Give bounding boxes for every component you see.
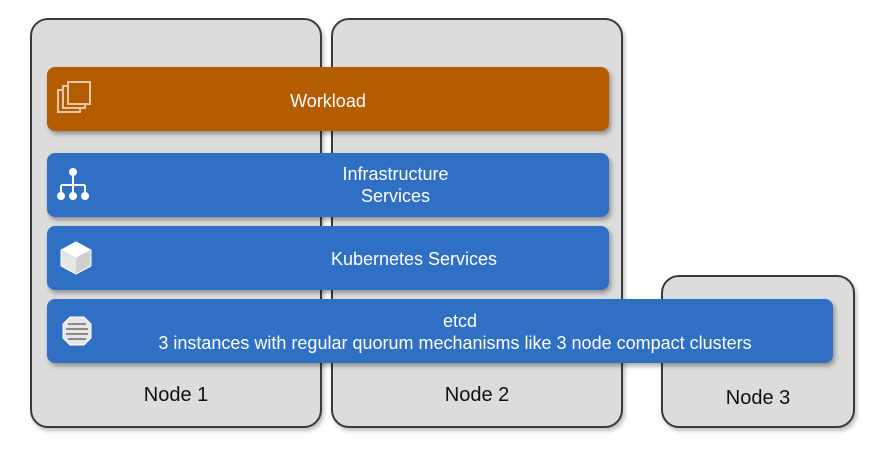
- kubernetes-services-layer: Kubernetes Services: [47, 226, 609, 290]
- workload-layer: Workload: [47, 67, 609, 131]
- binary-data-icon: [62, 316, 92, 346]
- node-1-label: Node 1: [143, 384, 209, 406]
- infrastructure-label-line2: Services: [360, 186, 431, 206]
- hierarchy-icon: [57, 168, 89, 200]
- layers-icon: [57, 81, 91, 113]
- infrastructure-services-layer: Infrastructure Services: [47, 153, 609, 217]
- node-2-label: Node 2: [444, 384, 510, 406]
- infrastructure-label-line1: Infrastructure: [342, 164, 449, 184]
- workload-label: Workload: [290, 91, 366, 111]
- cube-icon: [60, 241, 92, 275]
- etcd-layer: etcd 3 instances with regular quorum mec…: [47, 299, 833, 363]
- etcd-title: etcd: [442, 311, 478, 331]
- node-3-label: Node 3: [725, 387, 791, 409]
- etcd-description: 3 instances with regular quorum mechanis…: [158, 333, 752, 353]
- kubernetes-services-label: Kubernetes Services: [330, 249, 498, 269]
- infrastructure-services-label: Infrastructure Services: [47, 163, 609, 207]
- etcd-label: etcd 3 instances with regular quorum mec…: [107, 310, 773, 354]
